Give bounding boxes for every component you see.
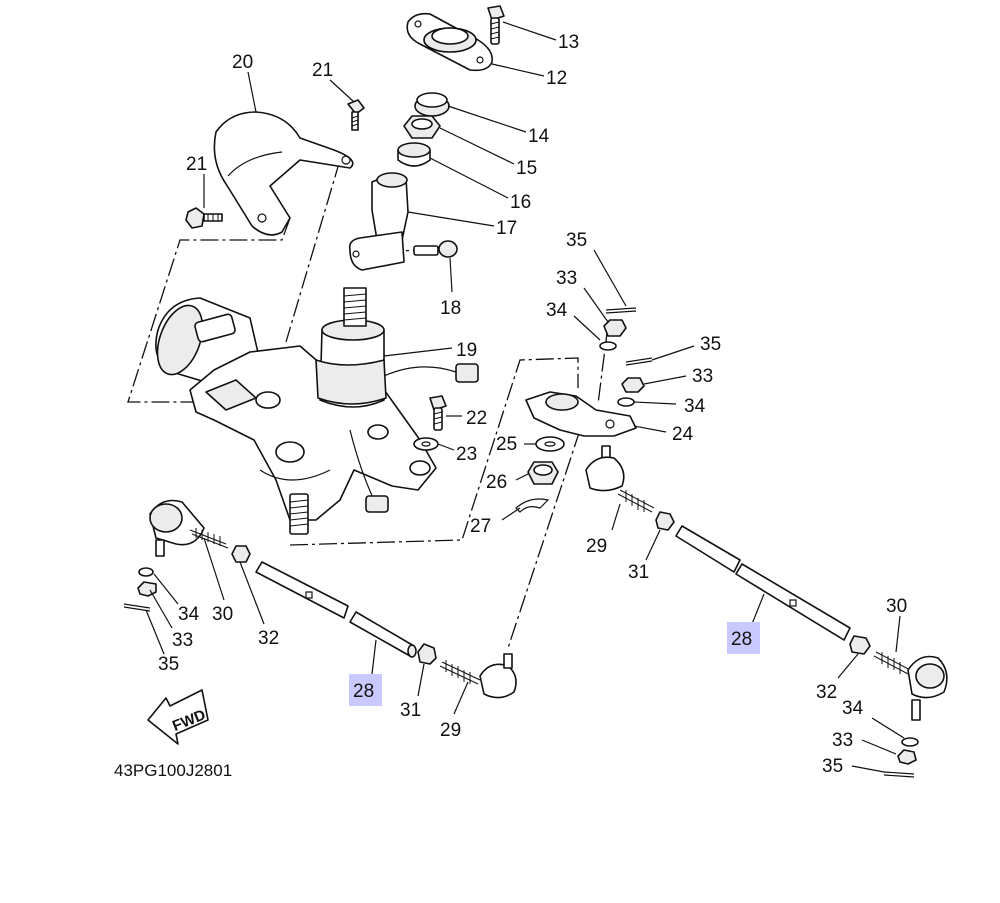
callout-34-c[interactable]: 34 [842, 698, 864, 719]
assembly-lines [127, 159, 609, 649]
part-24-pitman-arm [525, 391, 637, 437]
callout-33-left[interactable]: 33 [172, 630, 193, 651]
callout-33-a[interactable]: 33 [556, 268, 577, 289]
callout-32-left[interactable]: 32 [258, 628, 279, 649]
callout-12[interactable]: 12 [546, 68, 567, 89]
part-13-bolt [487, 5, 505, 45]
part-22-bolt [429, 395, 447, 431]
small-parts-left [123, 567, 157, 612]
callout-34-a[interactable]: 34 [546, 300, 568, 321]
callout-31-left[interactable]: 31 [400, 700, 421, 721]
nut-31-right [655, 511, 675, 531]
part-27-lock-washer [515, 498, 550, 513]
callouts: 13 12 20 21 21 14 15 16 17 18 19 22 23 2… [158, 32, 907, 777]
callout-34-left[interactable]: 34 [178, 604, 200, 625]
callout-24[interactable]: 24 [672, 424, 694, 445]
input-shaft-housing [315, 287, 387, 408]
part-14-bearing [414, 92, 450, 117]
part-21-bolt-upper [347, 99, 365, 131]
part-16-bushing [397, 142, 431, 167]
output-shaft [289, 493, 309, 535]
callout-14[interactable]: 14 [528, 126, 550, 147]
nut-33-a [603, 319, 627, 337]
leader-lines [145, 21, 905, 773]
nut-32-right [849, 635, 871, 655]
tie-rod-end-30-right [873, 651, 948, 721]
callout-15[interactable]: 15 [516, 158, 537, 179]
callout-28-right[interactable]: 28 [731, 629, 752, 650]
part-26-nut [527, 461, 559, 485]
cotter-pin-35-a [605, 307, 637, 314]
callout-30-right[interactable]: 30 [886, 596, 907, 617]
callout-33-right[interactable]: 33 [832, 730, 853, 751]
part-20-cover [213, 111, 354, 236]
part-19-harness [349, 363, 479, 513]
callout-19[interactable]: 19 [456, 340, 477, 361]
part-12-flange [406, 12, 494, 72]
callout-35-b[interactable]: 35 [700, 334, 721, 355]
washer-34-a [599, 341, 617, 351]
callout-31-right[interactable]: 31 [628, 562, 649, 583]
small-parts-right [883, 737, 919, 778]
cotter-pin-35-b [625, 357, 653, 366]
callout-30-left[interactable]: 30 [212, 604, 233, 625]
callout-33-b[interactable]: 33 [692, 366, 713, 387]
callout-35-left[interactable]: 35 [158, 654, 179, 675]
highlight-28-left [349, 674, 382, 706]
highlight-28-right [727, 622, 760, 654]
callout-20[interactable]: 20 [232, 52, 253, 73]
part-23-washer [413, 437, 439, 451]
part-17-shaft [348, 172, 409, 271]
tie-rod-end-29-right [585, 445, 655, 513]
eps-motor [155, 297, 263, 387]
part-18-bolt [413, 240, 458, 258]
callout-32-right[interactable]: 32 [816, 682, 837, 703]
fwd-arrow-icon: FWD [147, 689, 209, 745]
callout-21-upper[interactable]: 21 [312, 60, 333, 81]
callout-13[interactable]: 13 [558, 32, 579, 53]
drawing-code: 43PG100J2801 [114, 761, 232, 780]
callout-29-left[interactable]: 29 [440, 720, 461, 741]
callout-26[interactable]: 26 [486, 472, 507, 493]
part-25-washer [535, 436, 565, 452]
nut-32-left [417, 643, 437, 665]
tie-rod-end-30-left [149, 499, 229, 557]
callout-29-right[interactable]: 29 [586, 536, 607, 557]
tie-rod-end-29-left [439, 653, 517, 699]
nut-33-b [621, 377, 645, 393]
callout-18[interactable]: 18 [440, 298, 461, 319]
callout-25[interactable]: 25 [496, 434, 517, 455]
callout-27[interactable]: 27 [470, 516, 491, 537]
callout-16[interactable]: 16 [510, 192, 531, 213]
callout-35-a[interactable]: 35 [566, 230, 587, 251]
callout-28-left[interactable]: 28 [353, 681, 374, 702]
callout-21-left[interactable]: 21 [186, 154, 207, 175]
nut-31-left [231, 545, 251, 563]
tie-rod-28-right [675, 525, 851, 641]
part-15-nut [403, 115, 441, 139]
callout-35-right[interactable]: 35 [822, 756, 843, 777]
eps-gearbox [189, 345, 437, 521]
washer-34-b [617, 397, 635, 407]
part-21-bolt-left [185, 207, 223, 229]
tie-rod-28-left [255, 561, 417, 658]
callout-22[interactable]: 22 [466, 408, 487, 429]
callout-17[interactable]: 17 [496, 218, 517, 239]
callout-23[interactable]: 23 [456, 444, 477, 465]
callout-34-b[interactable]: 34 [684, 396, 706, 417]
